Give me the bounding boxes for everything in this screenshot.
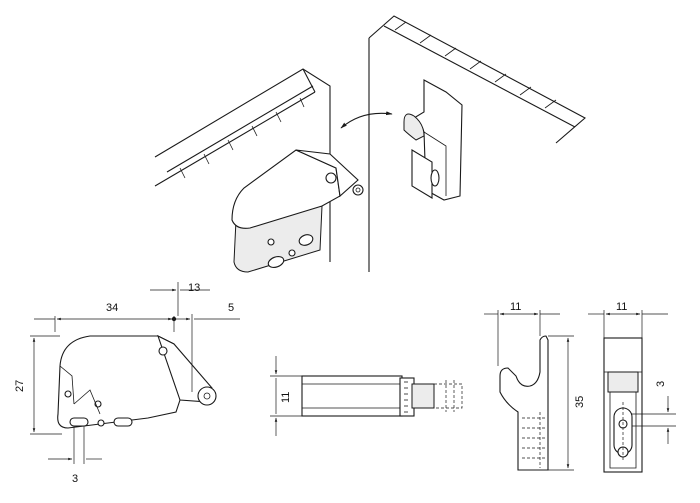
hook-side-dimensions: 11 35 [484, 301, 586, 471]
top-view-dimensions: 11 [270, 356, 302, 436]
dim-hook-slot: 3 [655, 381, 667, 387]
latch-perspective [231, 149, 364, 273]
hook-side-view [499, 335, 549, 471]
hook-front-dimensions: 11 3 [588, 301, 676, 444]
latch-top-view [301, 375, 463, 417]
dim-side-offset: 13 [188, 282, 200, 294]
dim-hook-height: 35 [574, 396, 586, 408]
right-cabinet-door [368, 15, 586, 272]
perspective-illustration [154, 15, 586, 273]
dim-side-height: 27 [14, 380, 26, 392]
dim-side-hole: 3 [72, 473, 78, 485]
side-view-dimensions: 34 13 5 27 3 [14, 282, 240, 485]
latch-side-view [57, 334, 217, 429]
dim-hook-width: 11 [510, 301, 521, 313]
hook-front-view [603, 337, 643, 473]
swing-arrow [340, 111, 393, 129]
dim-hook-front-width: 11 [616, 301, 627, 313]
hook-perspective [403, 79, 463, 201]
dim-top-width: 11 [280, 392, 292, 403]
dim-side-gap: 5 [228, 302, 234, 314]
dim-side-width: 34 [106, 302, 118, 314]
